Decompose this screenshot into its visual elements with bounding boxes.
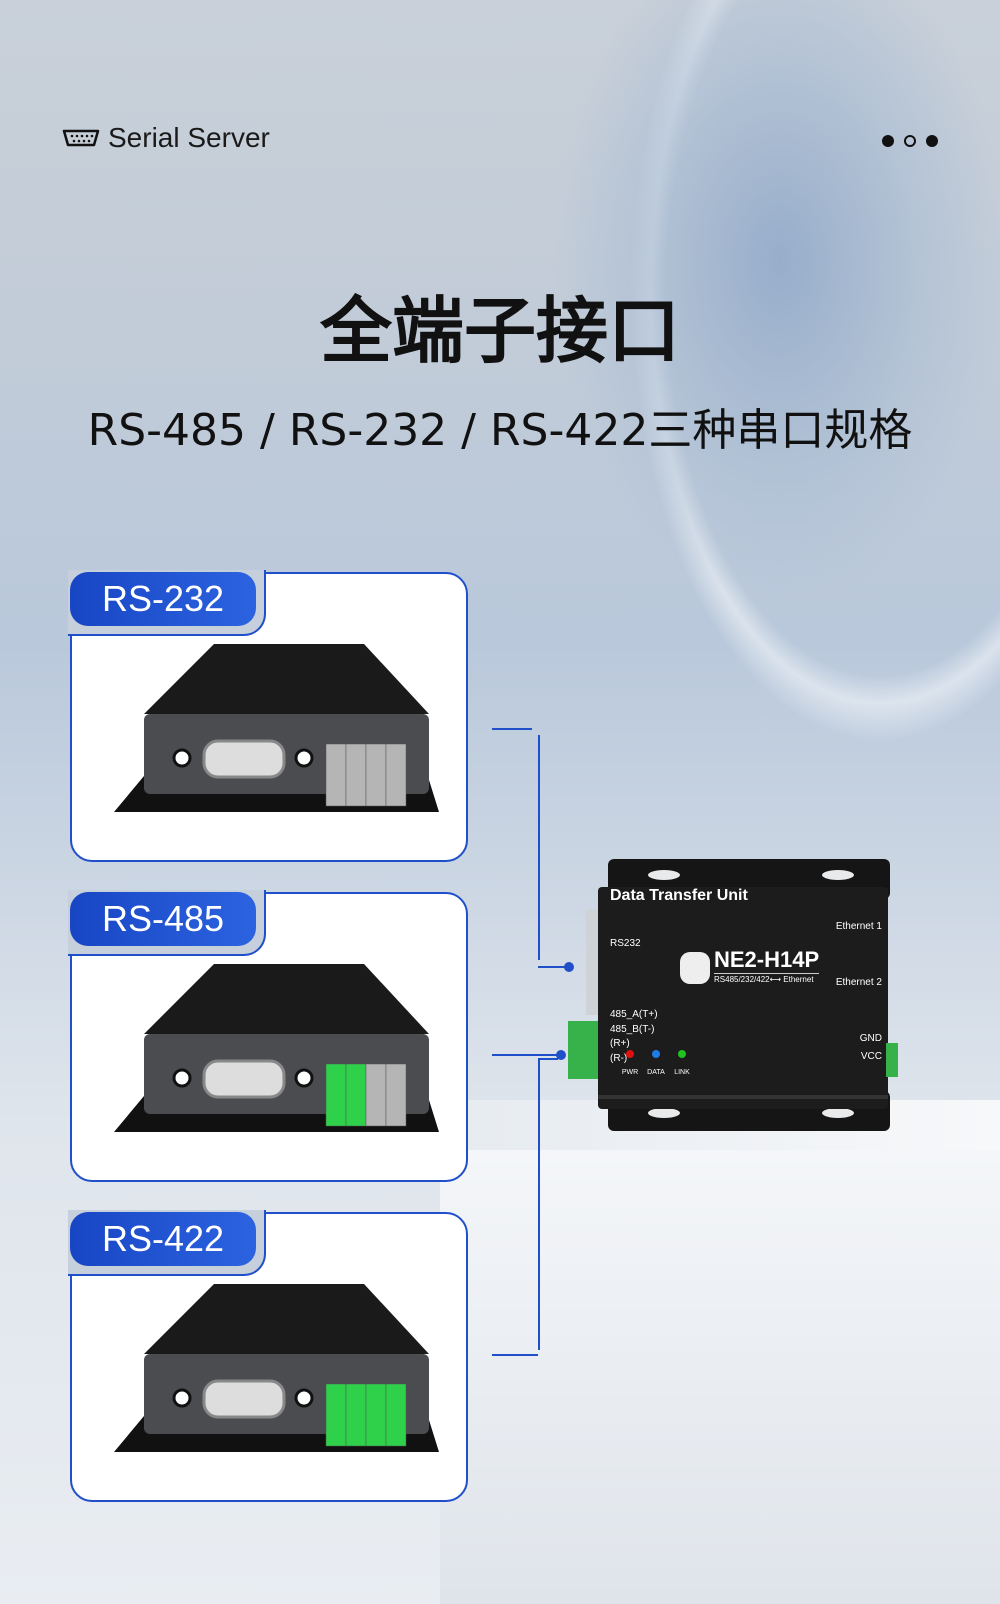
device-model: NE2-H14P [714, 947, 820, 974]
terminal-label: 485_B(T-) [610, 1023, 655, 1035]
card-rs232: RS-232 [68, 570, 468, 862]
device-shape [294, 1068, 314, 1088]
card-label: RS-485 [70, 892, 256, 946]
dot-3[interactable] [926, 135, 938, 147]
device-model-sub: RS485/232/422⟷ Ethernet [714, 975, 814, 984]
device-shape [144, 644, 429, 714]
page-subtitle: RS-485 / RS-232 / RS-422三种串口规格 [87, 405, 913, 456]
eth1-label: Ethernet 1 [835, 921, 882, 932]
device-shape [172, 748, 192, 768]
device-shape [385, 1383, 407, 1447]
device-shape [144, 964, 429, 1034]
connector-dot [556, 1050, 566, 1060]
led-link: LINK [672, 1050, 692, 1079]
eth2-label: Ethernet 2 [835, 977, 882, 988]
device-shape [294, 748, 314, 768]
device-shape [345, 743, 367, 807]
connector-line [538, 1058, 558, 1060]
device-shape [202, 739, 286, 779]
rs232-label: RS232 [610, 938, 641, 949]
led-pwr: PWR [620, 1050, 640, 1079]
brand-label: Serial Server [108, 122, 270, 153]
page-title: 全端子接口 [319, 289, 680, 373]
dot-1[interactable] [882, 135, 894, 147]
terminal-label: (R-) [610, 1052, 628, 1064]
device-shape [172, 1388, 192, 1408]
connector-dot [564, 962, 574, 972]
device-shape [345, 1063, 367, 1127]
card-rs485: RS-485 [68, 890, 468, 1182]
led-row: PWR DATA LINK [620, 1050, 692, 1079]
device-shape [144, 1284, 429, 1354]
terminal-labels: 485_A(T+) 485_B(T-) (R+) (R-) [610, 1008, 658, 1066]
device-shape [365, 743, 387, 807]
connector-line [538, 735, 540, 960]
device-shape [325, 1383, 347, 1447]
device-shape [385, 1063, 407, 1127]
device-shape [365, 1063, 387, 1127]
gnd-label: GND [859, 1033, 882, 1044]
device-image-rs422 [114, 1284, 439, 1452]
device-shape [294, 1388, 314, 1408]
connector-line [492, 1354, 538, 1356]
device-shape [172, 1068, 192, 1088]
device-image-rs232 [114, 644, 439, 812]
device-shape [365, 1383, 387, 1447]
device-shape [325, 743, 347, 807]
device-shape [325, 1063, 347, 1127]
robot-logo-icon [680, 952, 710, 984]
connector-line [538, 1060, 540, 1350]
device-shape [345, 1383, 367, 1447]
header: Serial Server [62, 122, 270, 154]
device-image-rs485 [114, 964, 439, 1132]
power-labels: GND VCC [860, 1030, 882, 1066]
device-name: Data Transfer Unit [610, 887, 748, 904]
card-rs422: RS-422 [68, 1210, 468, 1502]
connector-line [538, 966, 568, 968]
dot-2[interactable] [904, 135, 916, 147]
device-shape [202, 1059, 286, 1099]
serial-port-icon [62, 129, 100, 147]
main-device: Data Transfer Unit Ethernet 1 RS232 NE2-… [568, 855, 908, 1135]
connector-line [492, 1054, 562, 1056]
pagination-dots[interactable] [882, 135, 938, 147]
device-shape [385, 743, 407, 807]
led-data: DATA [646, 1050, 666, 1079]
pedestal [440, 1150, 1000, 1604]
vcc-label: VCC [860, 1051, 882, 1062]
card-label: RS-422 [70, 1212, 256, 1266]
connector-line [492, 728, 532, 730]
card-label: RS-232 [70, 572, 256, 626]
device-shape [202, 1379, 286, 1419]
device-body [568, 859, 898, 1131]
terminal-label: (R+) [610, 1038, 630, 1049]
terminal-label: 485_A(T+) [610, 1009, 658, 1020]
